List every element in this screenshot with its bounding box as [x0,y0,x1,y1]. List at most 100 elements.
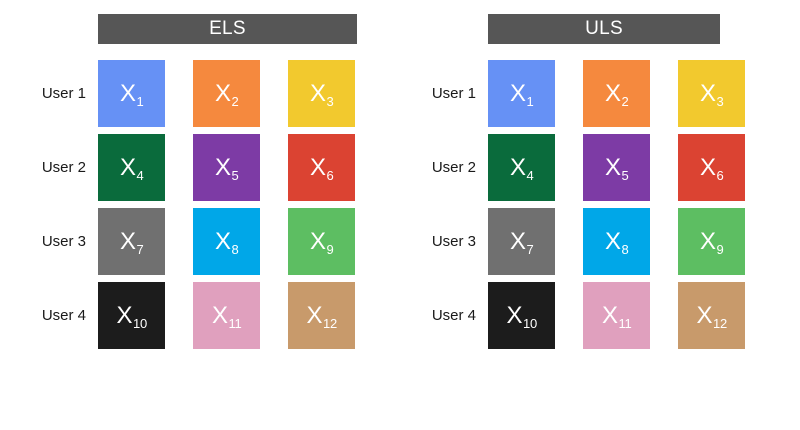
cell-variable-base: X [699,79,716,107]
row-label-user-2: User 2 [41,159,86,176]
matrix-cell-x3: X3 [288,60,355,127]
cell-variable-label: X5 [605,155,629,182]
row-label-user-4: User 4 [41,307,86,324]
cell-variable-label: X2 [215,81,239,109]
cell-variable-subscript: 2 [621,93,629,109]
matrix-cell-x5: X5 [193,134,260,201]
cell-variable-base: X [699,227,716,255]
cell-variable-subscript: 8 [231,241,239,257]
cell-variable-label: X1 [119,79,144,109]
cell-variable-subscript: 1 [136,93,144,109]
cell-variable-label: X8 [214,227,239,257]
cell-variable-label: X6 [699,153,724,183]
cell-variable-label: X3 [699,79,724,109]
cell-variable-base: X [119,227,136,255]
cell-variable-subscript: 1 [526,93,534,109]
cell-variable-label: X3 [309,79,334,109]
cell-variable-label: X8 [604,227,629,257]
cell-variable-subscript: 2 [231,93,239,109]
panel-title: ELS [209,18,246,39]
cell-variable-label: X12 [696,301,728,331]
cell-variable-subscript: 3 [716,93,724,109]
cell-variable-base: X [309,153,326,181]
cell-variable-subscript: 7 [136,241,144,257]
matrix-cell-x9: X9 [678,208,745,275]
matrix-cell-x1: X1 [98,60,165,127]
cell-variable-label: X7 [509,227,534,257]
matrix-cell-x6: X6 [288,134,355,201]
matrix-cell-x11: X11 [583,282,650,349]
cell-variable-base: X [211,301,228,329]
cell-variable-base: X [699,153,716,181]
matrix-cell-x7: X7 [98,208,165,275]
cell-variable-subscript: 4 [136,167,144,183]
cell-variable-subscript: 9 [716,241,724,257]
matrix-cell-x2: X2 [193,60,260,127]
cell-variable-base: X [214,227,231,255]
cell-variable-subscript: 12 [322,315,338,331]
panel-header-els: ELS [98,14,357,44]
cell-variable-base: X [116,301,133,329]
cell-variable-label: X10 [116,301,148,331]
cell-variable-subscript: 11 [618,315,632,331]
cell-variable-base: X [604,79,621,107]
cell-variable-subscript: 8 [621,241,629,257]
cell-variable-label: X7 [119,227,144,257]
row-label-user-1: User 1 [41,85,86,102]
cell-variable-base: X [509,227,526,255]
cell-variable-base: X [696,301,713,329]
cell-variable-label: X9 [699,227,724,257]
cell-variable-label: X6 [309,153,334,183]
cell-variable-subscript: 12 [712,315,728,331]
cell-variable-label: X2 [604,79,629,109]
cell-variable-base: X [119,79,136,107]
cell-variable-base: X [601,301,618,329]
cell-variable-base: X [506,301,523,329]
cell-variable-label: X11 [211,301,242,330]
matrix-cell-x2: X2 [583,60,650,127]
row-label-user-2: User 2 [431,159,476,176]
matrix-cell-x1: X1 [488,60,555,127]
cell-variable-subscript: 5 [231,167,239,183]
row-label-user-1: User 1 [431,85,476,102]
matrix-cell-x6: X6 [678,134,745,201]
row-label-user-3: User 3 [431,233,476,250]
matrix-cell-x12: X12 [288,282,355,349]
panel-header-uls: ULS [488,14,720,44]
matrix-cell-x3: X3 [678,60,745,127]
cell-variable-subscript: 7 [526,241,534,257]
cell-variable-label: X4 [120,155,144,183]
cell-variable-subscript: 6 [716,167,724,183]
matrix-cell-x8: X8 [583,208,650,275]
matrix-cell-x10: X10 [98,282,165,349]
cell-variable-label: X5 [215,155,239,183]
cell-variable-label: X9 [310,229,334,256]
matrix-cell-x10: X10 [488,282,555,349]
matrix-cell-x12: X12 [678,282,745,349]
cell-variable-base: X [306,301,323,329]
panel-title: ULS [585,18,623,39]
cell-variable-base: X [309,79,326,107]
matrix-cell-x4: X4 [488,134,555,201]
cell-variable-subscript: 10 [132,315,148,331]
cell-variable-subscript: 6 [326,167,334,183]
cell-variable-base: X [604,227,621,255]
cell-variable-subscript: 4 [526,167,534,183]
cell-variable-label: X10 [506,301,537,330]
matrix-cell-x11: X11 [193,282,260,349]
row-label-user-3: User 3 [41,233,86,250]
matrix-cell-x7: X7 [488,208,555,275]
row-label-user-4: User 4 [431,307,476,324]
cell-variable-base: X [509,79,526,107]
cell-variable-subscript: 3 [326,93,334,109]
matrix-cell-x8: X8 [193,208,260,275]
cell-variable-label: X1 [509,79,534,109]
cell-variable-label: X11 [601,301,632,331]
